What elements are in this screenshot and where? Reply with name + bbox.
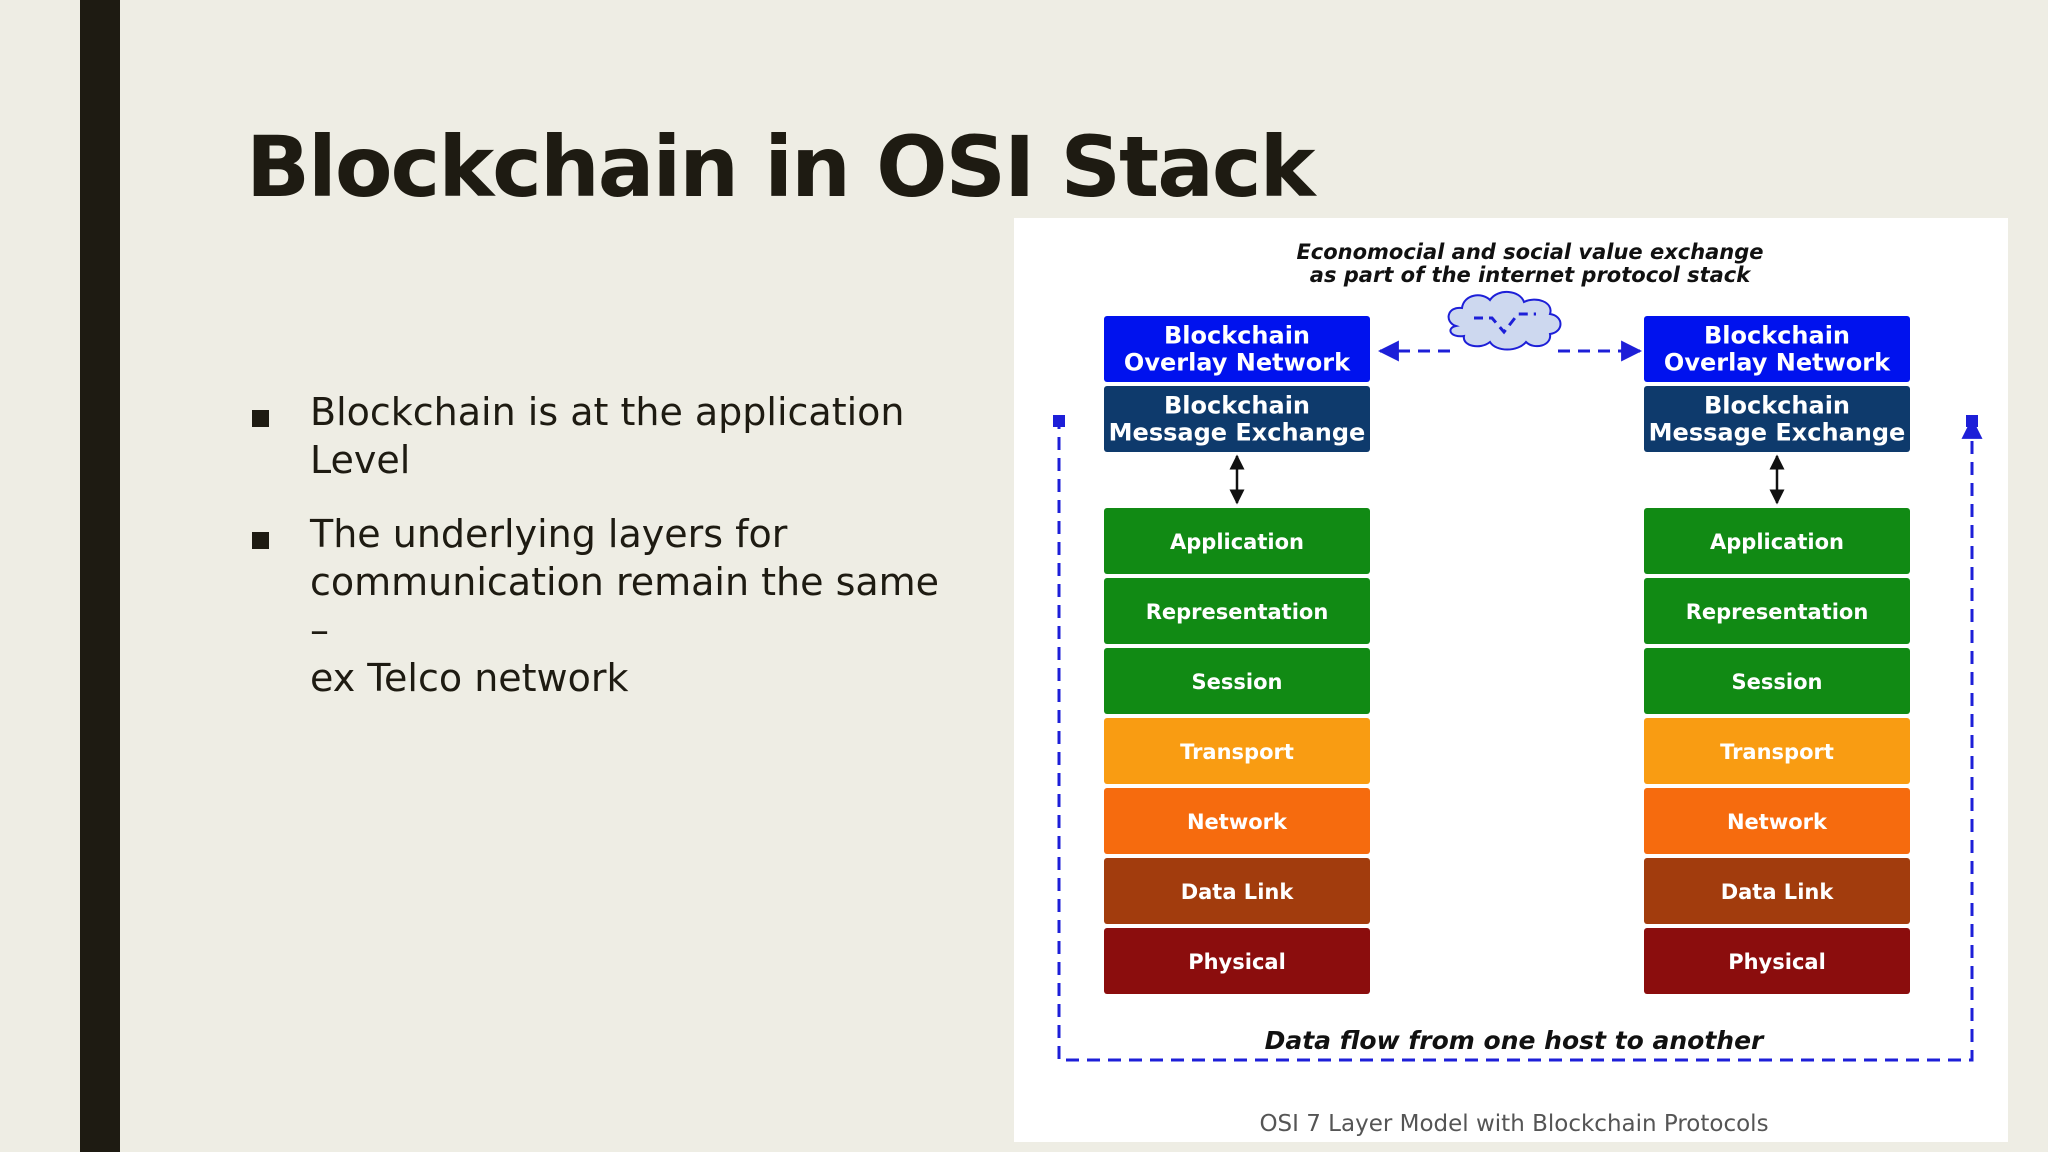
bullet-item: The underlying layers for communication … bbox=[246, 510, 946, 702]
right-osi-layer-4: Network bbox=[1644, 788, 1910, 854]
bullet-list: Blockchain is at the application Level T… bbox=[246, 388, 946, 728]
left-osi-layer-5: Data Link bbox=[1104, 858, 1370, 924]
data-flow-start-marker bbox=[1053, 415, 1065, 427]
layer-label: Network bbox=[1727, 810, 1828, 834]
layer-label: Message Exchange bbox=[1109, 419, 1366, 447]
cloud-link-line bbox=[1474, 312, 1536, 335]
layer-label: Transport bbox=[1720, 740, 1834, 764]
layer-box bbox=[1644, 386, 1910, 452]
layer-box bbox=[1104, 788, 1370, 854]
square-bullet-icon bbox=[252, 410, 269, 427]
layer-label: Network bbox=[1187, 810, 1288, 834]
cloud-icon bbox=[1447, 291, 1562, 351]
layer-box bbox=[1644, 316, 1910, 382]
layer-box bbox=[1644, 718, 1910, 784]
data-flow-path bbox=[1057, 416, 1983, 1062]
layer-box bbox=[1644, 928, 1910, 994]
left-osi-layer-6: Physical bbox=[1104, 928, 1370, 994]
layer-box bbox=[1644, 788, 1910, 854]
layer-box bbox=[1104, 578, 1370, 644]
layer-label: Physical bbox=[1728, 950, 1826, 974]
layer-label: Data Link bbox=[1721, 880, 1835, 904]
accent-bar bbox=[80, 0, 120, 1152]
square-bullet-icon bbox=[252, 532, 269, 549]
left-osi-layer-4: Network bbox=[1104, 788, 1370, 854]
layer-box bbox=[1104, 858, 1370, 924]
right-osi-layer-0: Application bbox=[1644, 508, 1910, 574]
layer-label: Representation bbox=[1686, 600, 1869, 624]
layer-label: Overlay Network bbox=[1124, 349, 1351, 377]
layer-box bbox=[1104, 508, 1370, 574]
layer-box bbox=[1104, 316, 1370, 382]
layer-label: Data Link bbox=[1181, 880, 1295, 904]
layer-label: Transport bbox=[1180, 740, 1294, 764]
slide-title: Blockchain in OSI Stack bbox=[246, 118, 1316, 216]
right-osi-layer-2: Session bbox=[1644, 648, 1910, 714]
left-osi-layer-2: Session bbox=[1104, 648, 1370, 714]
layer-box bbox=[1644, 508, 1910, 574]
layer-label: Representation bbox=[1146, 600, 1329, 624]
layer-box bbox=[1104, 928, 1370, 994]
layer-label: Blockchain bbox=[1704, 392, 1850, 420]
layer-box bbox=[1104, 718, 1370, 784]
diagram-title-line-1: Economocial and social value exchange bbox=[1296, 240, 1763, 264]
osi-blockchain-diagram: Economocial and social value exchange as… bbox=[1053, 240, 1983, 1137]
layer-box bbox=[1104, 648, 1370, 714]
layer-box bbox=[1644, 578, 1910, 644]
diagram-caption: OSI 7 Layer Model with Blockchain Protoc… bbox=[1259, 1111, 1768, 1137]
bullet-text: Blockchain is at the application Level bbox=[310, 390, 905, 482]
layer-label: Blockchain bbox=[1164, 392, 1310, 420]
right-osi-layer-1: Representation bbox=[1644, 578, 1910, 644]
layer-label: Blockchain bbox=[1704, 322, 1850, 350]
layer-label: Overlay Network bbox=[1664, 349, 1891, 377]
layer-label: Message Exchange bbox=[1649, 419, 1906, 447]
data-flow-end-marker bbox=[1966, 415, 1978, 427]
layer-box bbox=[1644, 648, 1910, 714]
right-osi-layer-6: Physical bbox=[1644, 928, 1910, 994]
layer-label: Physical bbox=[1188, 950, 1286, 974]
data-flow-label: Data flow from one host to another bbox=[1265, 1026, 1765, 1055]
layer-label: Session bbox=[1732, 670, 1823, 694]
left-osi-layer-3: Transport bbox=[1104, 718, 1370, 784]
diagram-title-line-2: as part of the internet protocol stack bbox=[1310, 263, 1752, 287]
diagram-panel: Economocial and social value exchange as… bbox=[1014, 218, 2008, 1142]
layer-label: Session bbox=[1192, 670, 1283, 694]
bullet-item: Blockchain is at the application Level bbox=[246, 388, 946, 484]
right-osi-layer-5: Data Link bbox=[1644, 858, 1910, 924]
layer-box bbox=[1104, 386, 1370, 452]
layer-label: Blockchain bbox=[1164, 322, 1310, 350]
left-osi-layer-0: Application bbox=[1104, 508, 1370, 574]
layer-label: Application bbox=[1170, 530, 1304, 554]
layer-box bbox=[1644, 858, 1910, 924]
left-osi-layer-1: Representation bbox=[1104, 578, 1370, 644]
right-osi-layer-3: Transport bbox=[1644, 718, 1910, 784]
layer-label: Application bbox=[1710, 530, 1844, 554]
bullet-text: The underlying layers for communication … bbox=[310, 512, 940, 700]
